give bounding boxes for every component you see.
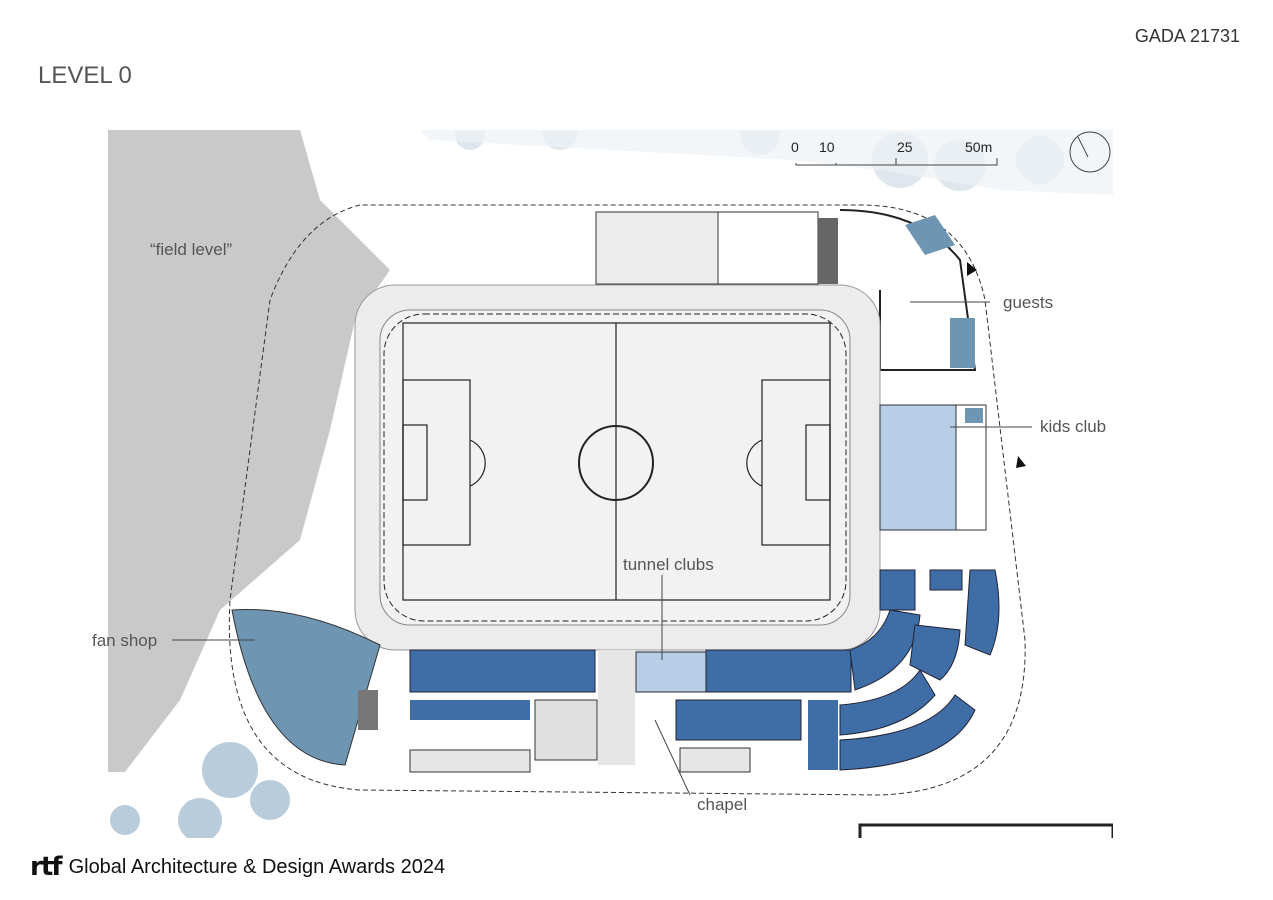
scale-50m: 50m bbox=[965, 139, 993, 155]
bottom-blue-building bbox=[409, 649, 596, 693]
fan-shop-building bbox=[231, 608, 381, 766]
site-boundary bbox=[228, 204, 1026, 796]
label-chapel: chapel bbox=[697, 795, 748, 814]
north-arrow-icon bbox=[1069, 131, 1111, 173]
label-tunnel-clubs: tunnel clubs bbox=[623, 555, 714, 574]
rtf-logo: rtf bbox=[30, 852, 63, 882]
kids-club-building bbox=[879, 404, 957, 531]
label-field-level: “field level” bbox=[150, 240, 233, 259]
pitch bbox=[379, 309, 851, 626]
label-guests: guests bbox=[1003, 293, 1054, 312]
scale-0: 0 bbox=[791, 139, 799, 155]
scale-25: 25 bbox=[897, 139, 913, 155]
footer: rtf Global Architecture & Design Awards … bbox=[30, 852, 445, 882]
field-level-area bbox=[108, 130, 390, 772]
project-code: GADA 21731 bbox=[1134, 26, 1240, 46]
label-kids-club: kids club bbox=[1040, 417, 1107, 436]
pitch-lines bbox=[402, 322, 831, 601]
label-fan-shop: fan shop bbox=[92, 631, 158, 650]
level-title: LEVEL 0 bbox=[38, 62, 132, 89]
scale-10: 10 bbox=[819, 139, 835, 155]
scale-bar bbox=[795, 158, 998, 166]
award-title: Global Architecture & Design Awards 2024 bbox=[68, 855, 446, 878]
